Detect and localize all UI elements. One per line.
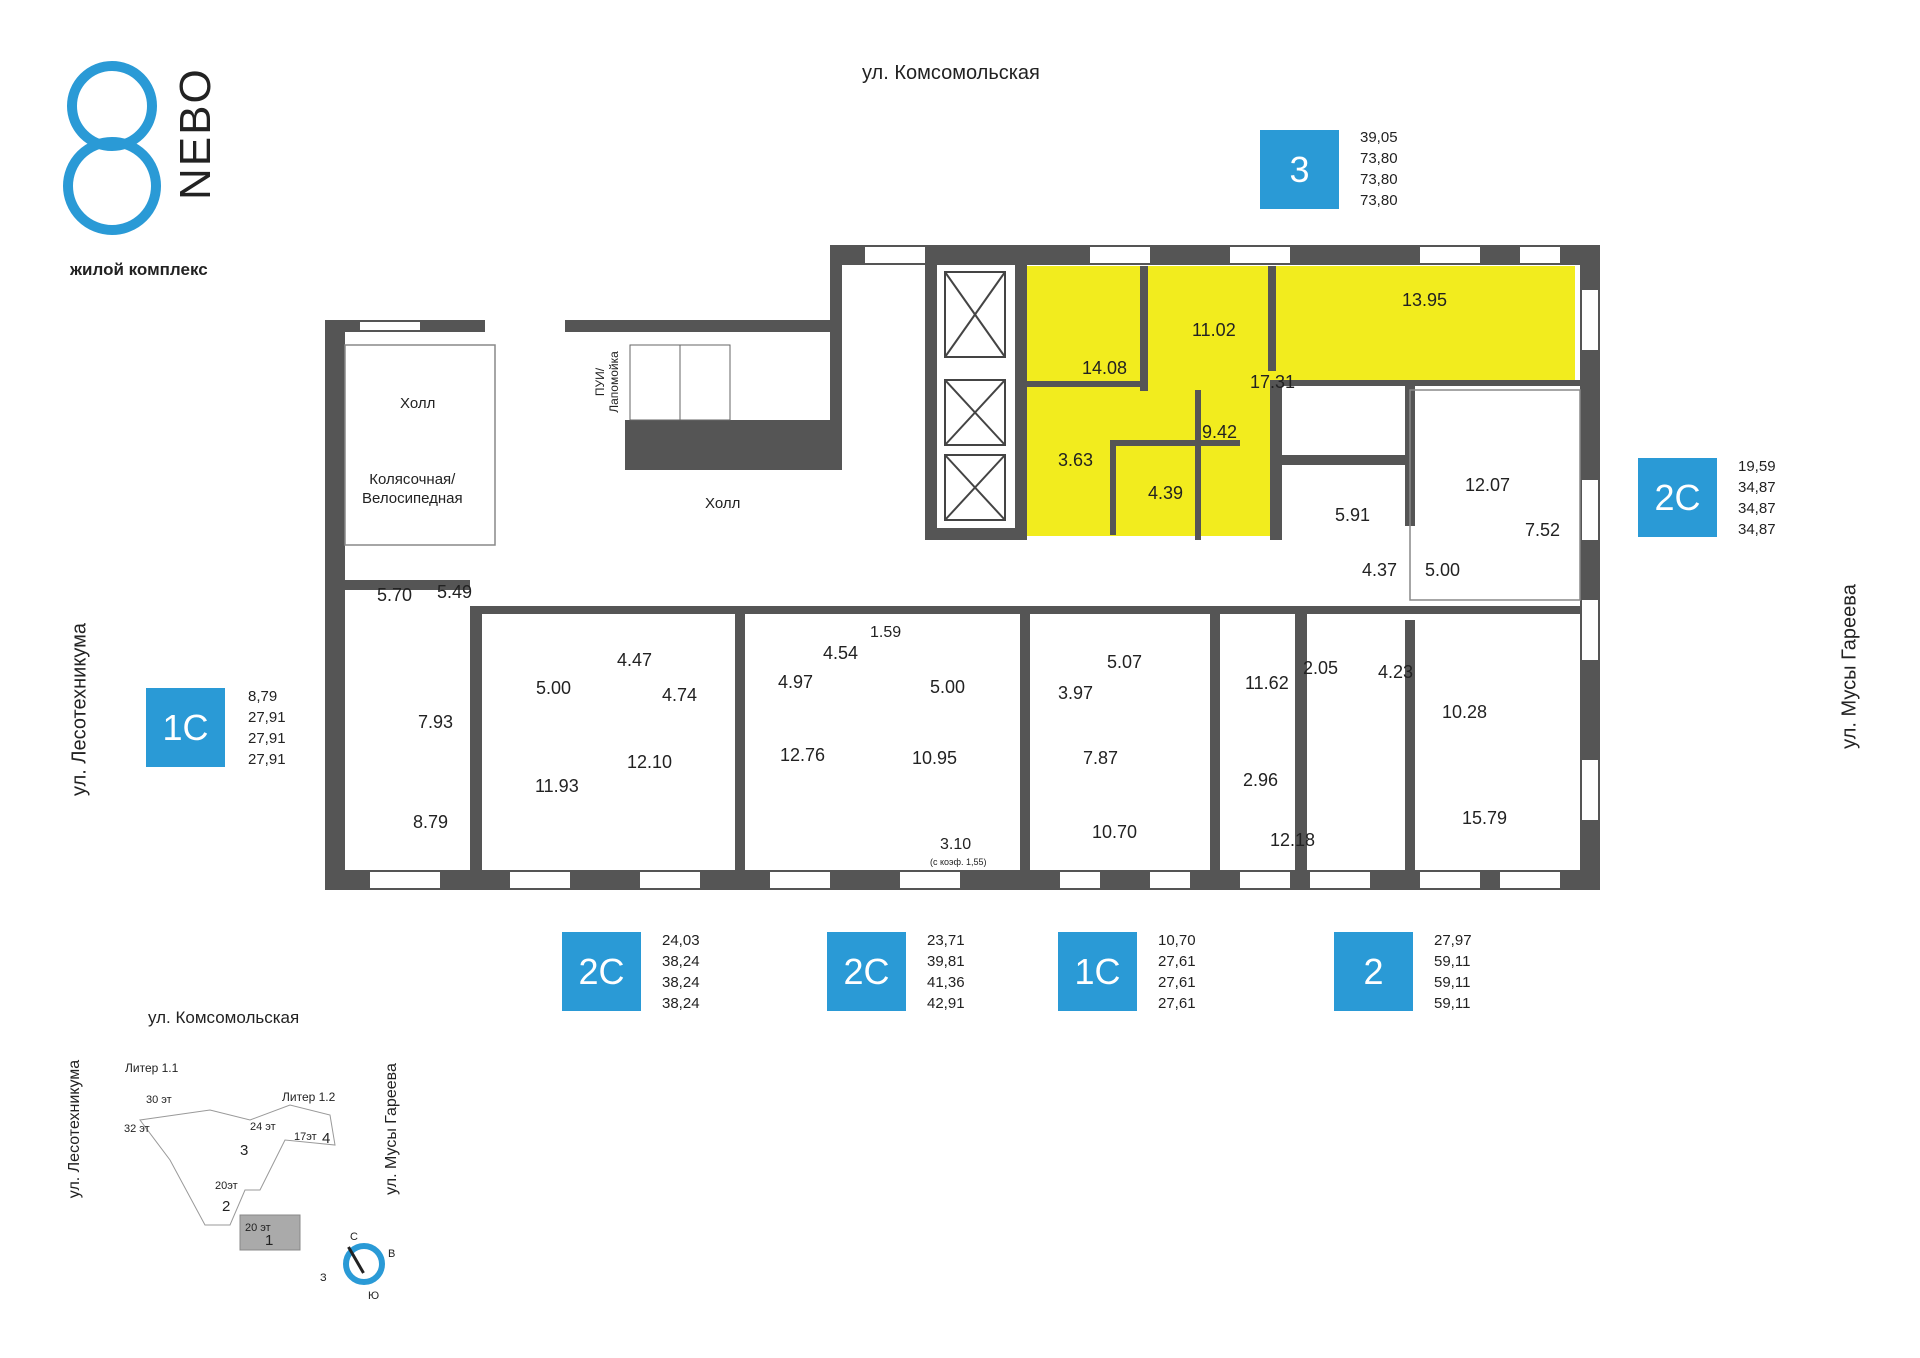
room-area: 5.70 <box>377 585 413 605</box>
room-area: 14.08 <box>1082 358 1128 378</box>
apt-type: 1С <box>1074 950 1121 992</box>
apt-type: 2 <box>1363 950 1384 992</box>
room-area: 5.91 <box>1335 505 1371 525</box>
room-area: 7.87 <box>1083 748 1119 768</box>
room-outlines <box>344 344 1581 601</box>
sitemap-liter-1: Литер 1.1 <box>125 1061 179 1075</box>
room-area: 12.76 <box>780 745 826 765</box>
room-area: 12.18 <box>1270 830 1316 850</box>
room-area: 4.23 <box>1378 662 1414 682</box>
compass-icon <box>343 1243 385 1285</box>
apt-type: 3 <box>1289 148 1310 190</box>
sitemap-liter-2: Литер 1.2 <box>282 1090 336 1104</box>
room-area: 13.95 <box>1402 290 1448 310</box>
logo-eight-icon <box>63 61 161 235</box>
room-area: 17.31 <box>1250 372 1296 392</box>
room-area: 10.95 <box>912 748 958 768</box>
room-area: 4.37 <box>1362 560 1398 580</box>
sitemap-floors-0: 30 эт <box>146 1094 172 1106</box>
room-area: 4.47 <box>617 650 653 670</box>
sitemap-floors-4: 20эт <box>215 1180 238 1192</box>
apt-badge-2c-b[interactable]: 2С <box>827 932 906 1011</box>
compass-e: В <box>388 1248 396 1260</box>
room-area: 3.10 <box>940 836 972 853</box>
room-area: 7.52 <box>1525 520 1561 540</box>
room-area: 10.28 <box>1442 702 1488 722</box>
room-area: 5.00 <box>536 678 572 698</box>
elevators <box>944 271 1006 521</box>
sitemap-floors-5: 20 эт <box>245 1222 271 1234</box>
windows <box>360 247 1598 888</box>
apt-type: 2С <box>843 950 890 992</box>
logo-subtitle: жилой комплекс <box>70 260 208 279</box>
sitemap-section-3: 3 <box>240 1142 249 1159</box>
apt-badge-1c-b[interactable]: 1С <box>1058 932 1137 1011</box>
sitemap-street-right: ул. Мусы Гареева <box>383 1063 400 1195</box>
room-area: 3.97 <box>1058 683 1094 703</box>
compass-s: Ю <box>368 1290 380 1302</box>
apt-badge-2[interactable]: 2 <box>1334 932 1413 1011</box>
room-area: 15.79 <box>1462 808 1508 828</box>
stroller-room-label: Колясочная/ Велосипедная <box>362 471 463 507</box>
site-map <box>139 1104 336 1251</box>
apt-badge-1c-left[interactable]: 1С <box>146 688 225 767</box>
room-area: 11.62 <box>1245 673 1289 693</box>
apt-type: 2С <box>578 950 625 992</box>
room-area: 5.07 <box>1107 652 1143 672</box>
sitemap-floors-3: 17эт <box>294 1131 317 1143</box>
hall-label-1: Холл <box>400 395 436 412</box>
apt-type: 1С <box>162 706 209 748</box>
room-area: 8.79 <box>413 812 449 832</box>
sitemap-street-top: ул. Комсомольская <box>148 1008 300 1027</box>
compass-n: С <box>350 1231 358 1243</box>
room-area: 4.97 <box>778 672 814 692</box>
apt-badge-3[interactable]: 3 <box>1260 130 1339 209</box>
room-area: 4.39 <box>1148 483 1184 503</box>
room-area: 7.93 <box>418 712 454 732</box>
highlighted-apartment[interactable] <box>1025 266 1575 536</box>
room-area: 1.59 <box>870 624 902 641</box>
room-area: 4.74 <box>662 685 698 705</box>
staircase <box>629 344 731 421</box>
room-area: 5.49 <box>437 582 473 602</box>
room-area: 11.02 <box>1192 320 1236 340</box>
apt-badge-2c-a[interactable]: 2С <box>562 932 641 1011</box>
sitemap-section-4: 4 <box>322 1130 331 1147</box>
apt-type: 2С <box>1654 476 1701 518</box>
sitemap-section-2: 2 <box>222 1198 231 1215</box>
sitemap-floors-2: 24 эт <box>250 1121 276 1133</box>
room-area: 11.93 <box>535 776 579 796</box>
room-area: 9.42 <box>1202 422 1238 442</box>
apt-badge-2c-right[interactable]: 2С <box>1638 458 1717 537</box>
logo <box>62 58 222 268</box>
compass-w: З <box>320 1272 327 1284</box>
room-area: 2.05 <box>1303 658 1339 678</box>
sitemap-floors-1: 32 эт <box>124 1123 150 1135</box>
sitemap-section-1: 1 <box>265 1232 274 1249</box>
hall-label-2: Холл <box>705 495 741 512</box>
sitemap-street-left: ул. Лесотехникума <box>66 1059 83 1199</box>
room-area: 12.07 <box>1465 475 1511 495</box>
room-area: 4.54 <box>823 643 859 663</box>
room-area-note: (с коэф. 1,55) <box>930 857 987 867</box>
street-top: ул. Комсомольская <box>862 62 1040 84</box>
room-area: 12.10 <box>627 752 673 772</box>
room-area: 5.00 <box>930 677 966 697</box>
room-area: 3.63 <box>1058 450 1094 470</box>
room-area: 10.70 <box>1092 822 1138 842</box>
room-area: 2.96 <box>1243 770 1279 790</box>
room-area: 5.00 <box>1425 560 1461 580</box>
